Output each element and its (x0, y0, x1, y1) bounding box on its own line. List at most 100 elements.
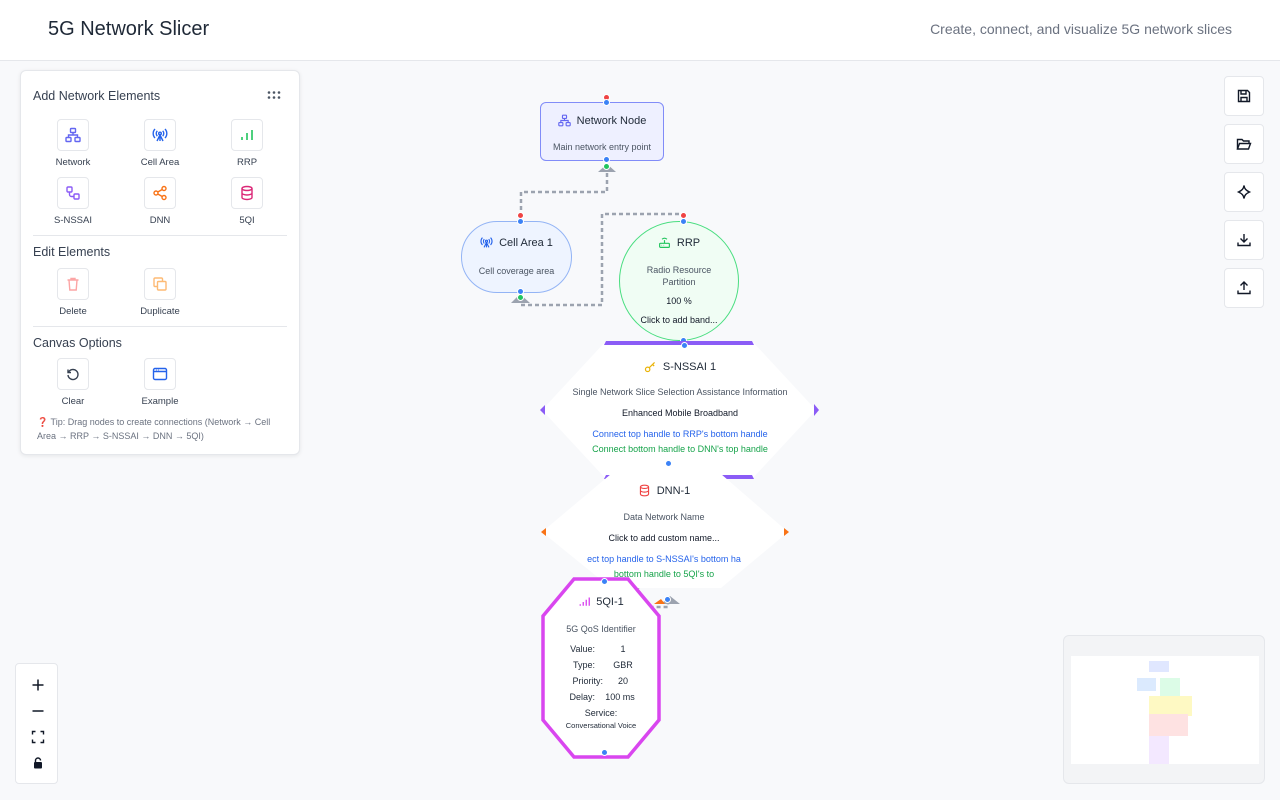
tool-label: Delete (59, 306, 87, 317)
minus-icon (32, 710, 43, 712)
browser-icon (152, 367, 168, 381)
app-header: 5G Network Slicer Create, connect, and v… (0, 0, 1280, 61)
tool-label: DNN (149, 215, 171, 226)
add-network-tool[interactable]: Network (33, 119, 113, 168)
app-subtitle: Create, connect, and visualize 5G networ… (930, 21, 1232, 37)
signal-icon (579, 597, 591, 606)
app-title: 5G Network Slicer (48, 18, 210, 40)
zoom-in-button[interactable] (16, 672, 59, 698)
add-snssai-button[interactable] (57, 177, 89, 209)
example-tool[interactable]: Example (120, 358, 200, 407)
snssai-hint-top: Connect top handle to RRP's bottom handl… (592, 429, 768, 439)
upload-button[interactable] (1224, 268, 1264, 308)
zoom-out-button[interactable] (16, 698, 59, 724)
handle-top[interactable] (680, 218, 687, 225)
5qi-row: Priority: 20 (541, 676, 661, 692)
minimap-node-snssai (1149, 696, 1192, 716)
delete-tool[interactable]: Delete (33, 268, 113, 317)
reset-icon (67, 368, 79, 381)
minimap-node-network (1149, 661, 1169, 672)
handle-bottom-source[interactable] (517, 294, 524, 301)
auto-layout-button[interactable] (1224, 172, 1264, 212)
copy-icon (153, 277, 167, 291)
snssai-slice-type[interactable]: Enhanced Mobile Broadband (621, 408, 739, 418)
workflow-icon (66, 186, 80, 200)
handle-bottom[interactable] (601, 749, 608, 756)
router-icon (658, 237, 670, 248)
node-subtitle: Cell coverage area (478, 266, 555, 276)
lock-button[interactable] (16, 750, 59, 776)
open-button[interactable] (1224, 124, 1264, 164)
add-snssai-tool[interactable]: S-NSSAI (33, 177, 113, 226)
delete-button[interactable] (57, 268, 89, 300)
add-dnn-tool[interactable]: DNN (120, 177, 200, 226)
handle-top[interactable] (681, 342, 688, 349)
node-title: S-NSSAI 1 (662, 360, 717, 373)
dnn-node[interactable]: DNN-1 Data Network Name Click to add cus… (540, 484, 788, 580)
5qi-row-value: 20 (617, 676, 628, 686)
handle-top[interactable] (603, 99, 610, 106)
5qi-node-shape[interactable] (539, 576, 663, 761)
5qi-row-value: GBR (613, 660, 633, 670)
node-title: 5QI-1 (596, 596, 624, 608)
network-node[interactable]: Network Node Main network entry point (540, 102, 664, 161)
snssai-node[interactable]: S-NSSAI 1 Single Network Slice Selection… (541, 360, 819, 455)
tool-label: Duplicate (140, 306, 180, 317)
add-rrp-tool[interactable]: RRP (207, 119, 287, 168)
node-title: RRP (676, 236, 701, 249)
tool-label: RRP (236, 157, 258, 168)
node-title: DNN-1 (656, 484, 691, 497)
edge-cell-rrp (519, 212, 684, 307)
node-title: Cell Area 1 (499, 236, 553, 249)
rrp-band-hint[interactable]: Click to add band... (640, 315, 718, 325)
handle-top[interactable] (601, 578, 608, 585)
rrp-node[interactable]: RRP Radio Resource Partition 100 % Click… (619, 221, 739, 341)
rrp-percentage[interactable]: 100 % (666, 296, 692, 306)
handle-top[interactable] (517, 218, 524, 225)
network-icon (65, 127, 81, 143)
upload-icon (1237, 281, 1251, 295)
edge-arrow-orange (654, 599, 665, 604)
add-dnn-button[interactable] (144, 177, 176, 209)
tip-text: ❓ Tip: Drag nodes to create connections … (37, 417, 271, 441)
handle-bottom[interactable] (603, 156, 610, 163)
minimap[interactable] (1063, 635, 1265, 784)
minimap-node-dnn (1149, 714, 1188, 736)
save-button[interactable] (1224, 76, 1264, 116)
handle-extra[interactable] (664, 596, 671, 603)
folder-open-icon (1236, 138, 1252, 150)
fit-view-button[interactable] (16, 724, 59, 750)
tool-label: Cell Area (140, 157, 180, 168)
5qi-details: Value: 1 Type: GBR Priority: 20 Delay: 1… (541, 644, 661, 730)
node-title-row: Network Node (557, 114, 646, 127)
add-network-button[interactable] (57, 119, 89, 151)
bar-chart-icon (241, 130, 253, 140)
example-button[interactable] (144, 358, 176, 390)
handle-bottom[interactable] (665, 460, 672, 467)
5qi-row: Type: GBR (541, 660, 661, 676)
grip-icon[interactable] (267, 91, 281, 99)
duplicate-tool[interactable]: Duplicate (120, 268, 200, 317)
add-5qi-button[interactable] (231, 177, 263, 209)
edit-elements-title: Edit Elements (33, 245, 111, 259)
download-button[interactable] (1224, 220, 1264, 260)
clear-button[interactable] (57, 358, 89, 390)
add-rrp-button[interactable] (231, 119, 263, 151)
dnn-custom-name[interactable]: Click to add custom name... (608, 533, 720, 543)
handle-bottom-source[interactable] (603, 163, 610, 170)
download-icon (1237, 234, 1251, 247)
tool-label: Clear (61, 396, 85, 407)
add-cell-area-button[interactable] (144, 119, 176, 151)
tools-panel: Add Network Elements Network Cell Area R… (20, 70, 300, 455)
divider (33, 235, 287, 236)
clear-tool[interactable]: Clear (33, 358, 113, 407)
database-icon (241, 185, 253, 201)
add-5qi-tool[interactable]: 5QI (207, 177, 287, 226)
node-subtitle: Radio Resource Partition (646, 265, 712, 287)
dnn-node-shape[interactable] (536, 470, 794, 590)
add-cell-area-tool[interactable]: Cell Area (120, 119, 200, 168)
zoom-controls (15, 663, 58, 784)
duplicate-button[interactable] (144, 268, 176, 300)
5qi-node[interactable]: 5QI-1 5G QoS Identifier Value: 1 Type: G… (541, 595, 661, 730)
cell-area-node[interactable]: Cell Area 1 Cell coverage area (461, 221, 572, 293)
